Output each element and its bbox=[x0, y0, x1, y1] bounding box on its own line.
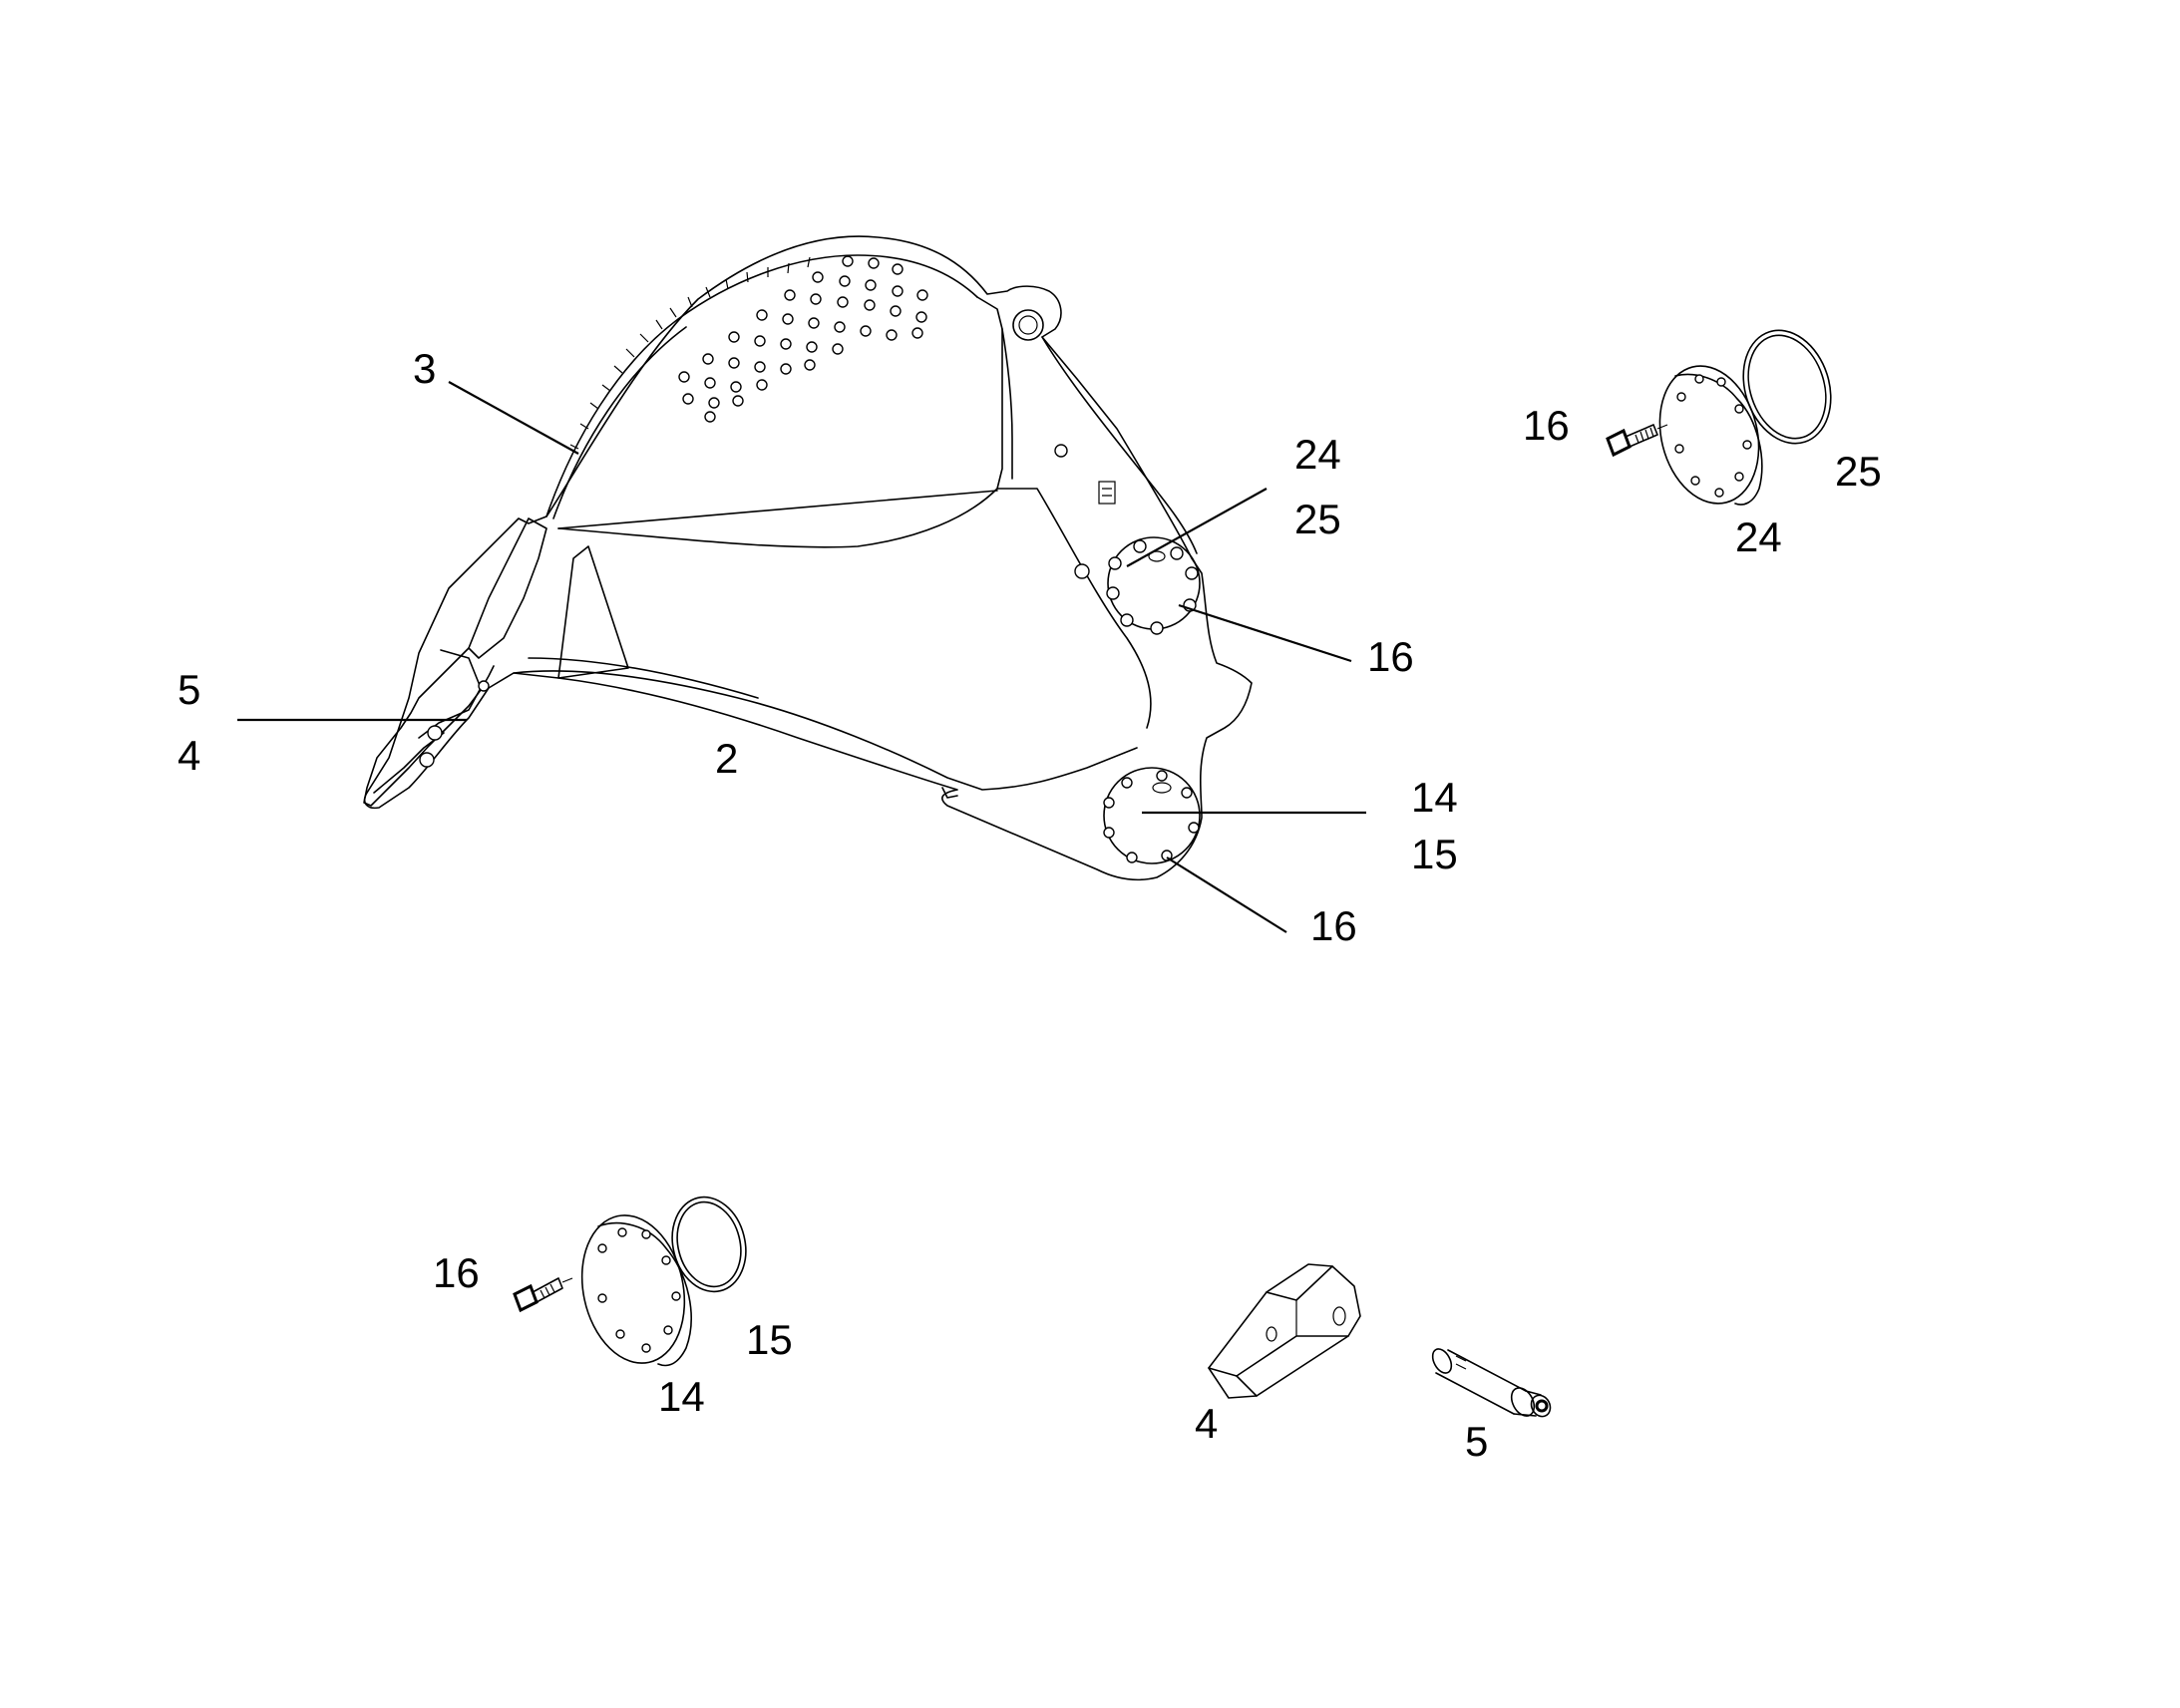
detail-tooth-4 bbox=[1208, 1263, 1361, 1399]
wear-strip bbox=[569, 256, 811, 450]
callout-24-detail-a: 24 bbox=[1735, 513, 1782, 560]
callout-24: 24 bbox=[1294, 431, 1341, 478]
callout-14-detail-b: 14 bbox=[658, 1373, 705, 1420]
callout-16-lower: 16 bbox=[1310, 902, 1357, 949]
detail-screw-16b bbox=[513, 1277, 573, 1313]
detail-cover-24 bbox=[1658, 365, 1763, 506]
callout-15-detail-b: 15 bbox=[746, 1316, 793, 1363]
callout-16-detail-b: 16 bbox=[433, 1249, 480, 1296]
detail-ring-25 bbox=[1742, 329, 1832, 445]
callout-4-detail: 4 bbox=[1195, 1400, 1218, 1447]
bucket-tooth-assembly bbox=[363, 517, 547, 807]
callout-25: 25 bbox=[1294, 496, 1341, 542]
callout-labels: 3 5 4 2 24 25 16 14 15 16 16 25 24 16 15… bbox=[178, 345, 1882, 1465]
callout-5-detail: 5 bbox=[1465, 1418, 1488, 1465]
callout-25-detail-a: 25 bbox=[1835, 448, 1882, 495]
lower-boss-cover bbox=[1103, 767, 1201, 864]
callout-15: 15 bbox=[1411, 831, 1458, 877]
detail-cover-14 bbox=[580, 1214, 692, 1367]
detail-ring-15 bbox=[671, 1196, 747, 1293]
detail-screw-16 bbox=[1606, 424, 1668, 458]
leader-lines bbox=[237, 381, 1366, 933]
bucket-body bbox=[363, 235, 1253, 881]
callout-14: 14 bbox=[1411, 774, 1458, 821]
callout-4: 4 bbox=[178, 732, 200, 779]
perforation-holes bbox=[678, 255, 928, 423]
detail-pin-5 bbox=[1431, 1348, 1552, 1418]
callout-16-detail-a: 16 bbox=[1523, 402, 1570, 449]
callout-3: 3 bbox=[413, 345, 436, 392]
callout-5: 5 bbox=[178, 666, 200, 713]
callout-16-upper: 16 bbox=[1367, 633, 1414, 680]
upper-boss-cover bbox=[1106, 536, 1201, 635]
callout-2: 2 bbox=[715, 735, 738, 782]
